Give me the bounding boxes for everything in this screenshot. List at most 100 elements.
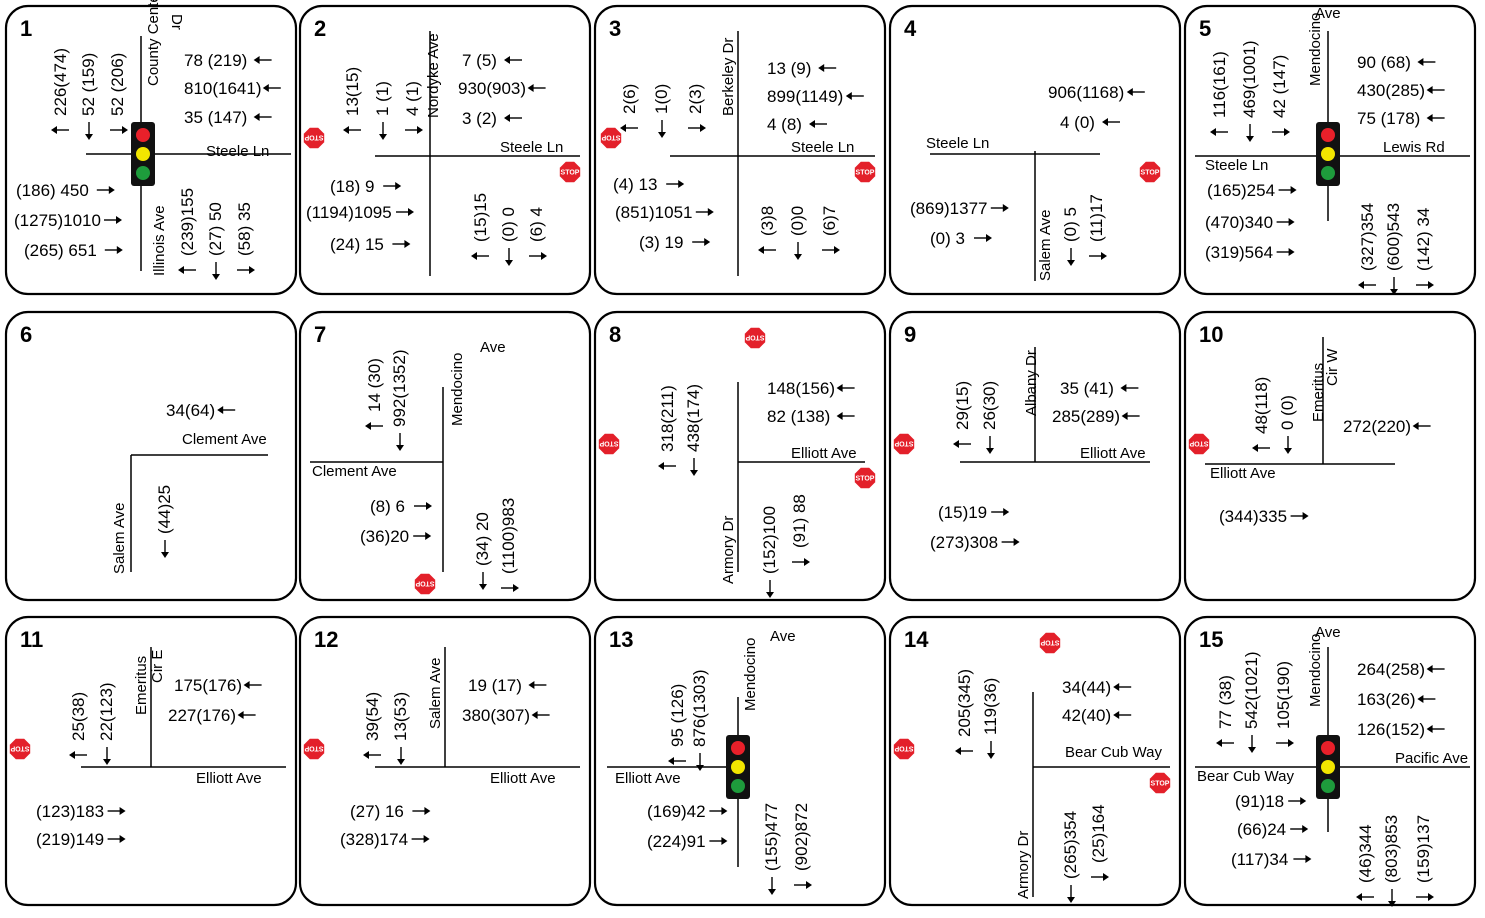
movement-arrow-icon xyxy=(363,751,381,759)
movement-arrow-icon xyxy=(1089,252,1107,260)
turning-volume-label: (27) 16 xyxy=(350,802,404,821)
turning-volume-label: 22(123) xyxy=(97,682,116,741)
movement-arrow-icon xyxy=(822,246,840,254)
movement-arrow-icon xyxy=(1210,128,1228,136)
svg-text:STOP: STOP xyxy=(561,170,580,177)
turning-volume-label: 78 (219) xyxy=(184,51,247,70)
movement-arrow-icon xyxy=(253,56,272,64)
turning-volume-label: (159)137 xyxy=(1414,815,1433,883)
turning-volume-label: 95 (126) xyxy=(668,684,687,747)
turning-volume-label: 438(174) xyxy=(684,384,703,452)
turning-volume-label: 35 (41) xyxy=(1060,379,1114,398)
svg-text:STOP: STOP xyxy=(304,745,323,752)
panel-number: 9 xyxy=(904,322,916,347)
panel-number: 11 xyxy=(20,627,43,652)
movement-arrow-icon xyxy=(1416,893,1434,901)
movement-arrow-icon xyxy=(396,433,404,451)
movement-arrow-icon xyxy=(845,92,864,100)
street-name-label: Clement Ave xyxy=(312,463,397,480)
street-name-label: Illinois Ave xyxy=(151,205,168,276)
movement-arrow-icon xyxy=(237,266,255,274)
turning-volume-label: 105(190) xyxy=(1274,661,1293,729)
turning-volume-label: (11)17 xyxy=(1087,194,1106,242)
movement-arrow-icon xyxy=(1284,436,1292,454)
movement-arrow-icon xyxy=(1120,384,1139,392)
turning-volume-label: 14 (30) xyxy=(365,358,384,412)
turning-volume-label: (18) 9 xyxy=(330,177,374,196)
panel-number: 12 xyxy=(314,627,338,652)
turning-volume-label: 380(307) xyxy=(462,706,530,725)
movement-arrow-icon xyxy=(696,753,704,771)
svg-text:STOP: STOP xyxy=(415,580,434,587)
street-name-label: Nordyke Ave xyxy=(425,33,442,118)
traffic-signal-icon xyxy=(1316,735,1340,799)
movement-arrow-icon xyxy=(411,835,430,843)
movement-arrow-icon xyxy=(103,747,111,765)
turning-volume-label: (142) 34 xyxy=(1414,208,1433,271)
movement-arrow-icon xyxy=(1390,277,1398,295)
street-name-label: Elliott Ave xyxy=(490,770,556,787)
street-name-label: Steele Ln xyxy=(1205,157,1268,174)
turning-volume-label: (265) 651 xyxy=(24,241,97,260)
svg-text:STOP: STOP xyxy=(1189,440,1208,447)
stop-sign-icon: STOP xyxy=(1188,433,1210,455)
turning-volume-label: (152)100 xyxy=(760,506,779,574)
movement-arrow-icon xyxy=(178,266,196,274)
movement-arrow-icon xyxy=(692,238,711,246)
movement-arrow-icon xyxy=(1276,248,1295,256)
movement-arrow-icon xyxy=(1358,281,1376,289)
movement-arrow-icon xyxy=(794,881,812,889)
street-name-label: Ave xyxy=(480,339,506,356)
movement-arrow-icon xyxy=(1426,725,1445,733)
turning-volume-label: (6) 4 xyxy=(527,207,546,242)
turning-volume-label: 13 (9) xyxy=(767,59,811,78)
turning-volume-label: 272(220) xyxy=(1343,417,1411,436)
movement-arrow-icon xyxy=(690,458,698,476)
street-name-label: Elliott Ave xyxy=(615,770,681,787)
turning-volume-label: (58) 35 xyxy=(235,202,254,256)
turning-volume-label: 34(44) xyxy=(1062,678,1111,697)
movement-arrow-icon xyxy=(1126,88,1145,96)
movement-arrow-icon xyxy=(709,837,728,845)
movement-arrow-icon xyxy=(1248,735,1256,753)
movement-arrow-icon xyxy=(414,502,432,510)
turning-volume-label: 1(0) xyxy=(652,84,671,114)
turning-volume-label: 13(15) xyxy=(343,67,362,116)
street-name-label: Pacific Ave xyxy=(1395,750,1468,767)
movement-arrow-icon xyxy=(1417,695,1436,703)
movement-arrow-icon xyxy=(1276,739,1294,747)
turning-volume-label: 42(40) xyxy=(1062,706,1111,725)
movement-arrow-icon xyxy=(471,252,489,260)
panel-frame xyxy=(593,310,887,602)
movement-arrow-icon xyxy=(505,248,513,266)
street-name-label: Cir W xyxy=(1324,348,1341,386)
street-name-label: Armory Dr xyxy=(720,516,737,584)
turning-volume-label: 226(474) xyxy=(51,48,70,116)
street-name-label: Mendocino xyxy=(1307,13,1324,86)
stop-sign-icon: STOP xyxy=(303,127,325,149)
turning-volume-label: 0 (0) xyxy=(1278,395,1297,430)
turning-volume-label: 469(1001) xyxy=(1240,40,1259,118)
movement-arrow-icon xyxy=(107,835,126,843)
turning-volume-label: (0) 0 xyxy=(499,207,518,242)
movement-arrow-icon xyxy=(1293,855,1312,863)
movement-arrow-icon xyxy=(69,751,87,759)
stop-sign-icon: STOP xyxy=(1039,632,1061,654)
street-name-label: Mendocino xyxy=(449,353,466,426)
stop-sign-icon: STOP xyxy=(744,327,766,349)
street-name-label: Steele Ln xyxy=(926,135,989,152)
turning-volume-label: (1100)983 xyxy=(499,498,518,574)
movement-arrow-icon xyxy=(709,807,728,815)
movement-arrow-icon xyxy=(383,182,402,190)
turning-volume-label: 430(285) xyxy=(1357,81,1425,100)
turning-volume-label: (6)7 xyxy=(820,206,839,236)
panel-number: 3 xyxy=(609,16,621,41)
turning-volume-label: 90 (68) xyxy=(1357,53,1411,72)
movement-arrow-icon xyxy=(527,84,546,92)
